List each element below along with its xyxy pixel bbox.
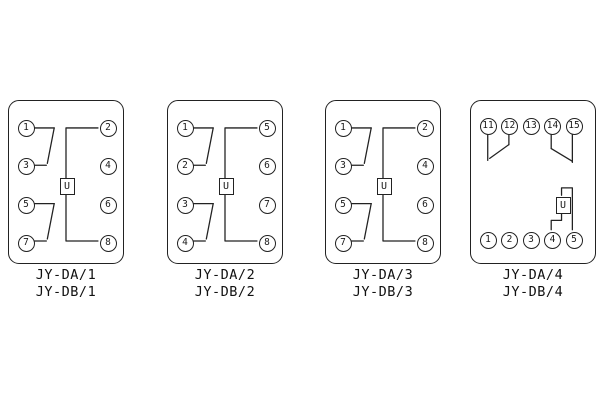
terminal: 8 [99, 234, 117, 252]
terminal: 3 [522, 231, 540, 249]
figure-caption: JY-DA/4 JY-DB/4 [470, 267, 596, 301]
figure-caption: JY-DA/3 JY-DB/3 [325, 267, 441, 301]
terminal: 6 [99, 196, 117, 214]
terminal: 1 [334, 119, 352, 137]
terminal: 3 [176, 196, 194, 214]
contact-blade [363, 127, 372, 164]
connection-diagram-panel-3: U 1 3 5 7 2 4 6 8 [325, 100, 441, 264]
coil-bus-wire [560, 187, 574, 231]
figure-caption: JY-DA/1 JY-DB/1 [8, 267, 124, 301]
terminal: 6 [416, 196, 434, 214]
terminal: 4 [99, 157, 117, 175]
contact-blade [46, 127, 55, 164]
model-label: JY-DB/1 [35, 284, 97, 300]
coil-element-u: U [218, 177, 234, 195]
terminal: 1 [479, 231, 497, 249]
coil-element-u: U [555, 196, 571, 214]
terminal: 5 [334, 196, 352, 214]
terminal: 3 [17, 157, 35, 175]
terminal: 2 [176, 157, 194, 175]
terminal: 14 [544, 117, 561, 135]
model-label: JY-DB/4 [502, 284, 564, 300]
contact-blade [205, 127, 214, 164]
contact-blade [363, 202, 372, 240]
terminal: 5 [565, 231, 583, 249]
terminal: 3 [334, 157, 352, 175]
wiring-lines [192, 127, 258, 242]
terminal: 15 [565, 117, 583, 135]
terminal: 11 [479, 117, 497, 135]
coil-bus-wire [550, 211, 563, 231]
terminal: 4 [176, 234, 194, 252]
terminal: 5 [17, 196, 35, 214]
connection-diagram-panel-2: U 1 2 3 4 5 6 7 8 [167, 100, 283, 264]
coil-element-u: U [59, 177, 75, 195]
terminal: 7 [334, 234, 352, 252]
terminal: 4 [416, 157, 434, 175]
model-label: JY-DA/3 [352, 267, 414, 283]
terminal: 2 [99, 119, 117, 137]
terminal: 7 [258, 196, 276, 214]
connection-diagram-panel-1: U 1 3 5 7 2 4 6 8 [8, 100, 124, 264]
terminal: 4 [544, 231, 561, 249]
contact-blade [489, 143, 510, 160]
figure-caption: JY-DA/2 JY-DB/2 [167, 267, 283, 301]
terminal: 5 [258, 119, 276, 137]
terminal: 7 [17, 234, 35, 252]
contact-blade [205, 202, 214, 240]
model-label: JY-DB/2 [194, 284, 256, 300]
contact-blade [550, 147, 574, 162]
contact-blade [46, 202, 55, 240]
coil-element-u: U [376, 177, 392, 195]
connection-diagram-panel-4: U 11 12 13 14 15 1 2 3 4 5 [470, 100, 596, 264]
terminal: 8 [416, 234, 434, 252]
model-label: JY-DB/3 [352, 284, 414, 300]
terminal: 8 [258, 234, 276, 252]
terminal: 1 [17, 119, 35, 137]
model-label: JY-DA/2 [194, 267, 256, 283]
model-label: JY-DA/1 [35, 267, 97, 283]
wiring-lines [487, 133, 574, 231]
terminal: 2 [501, 231, 518, 249]
terminal: 13 [522, 117, 540, 135]
model-label: JY-DA/4 [502, 267, 564, 283]
terminal: 12 [501, 117, 518, 135]
terminal: 6 [258, 157, 276, 175]
terminal: 2 [416, 119, 434, 137]
terminal: 1 [176, 119, 194, 137]
